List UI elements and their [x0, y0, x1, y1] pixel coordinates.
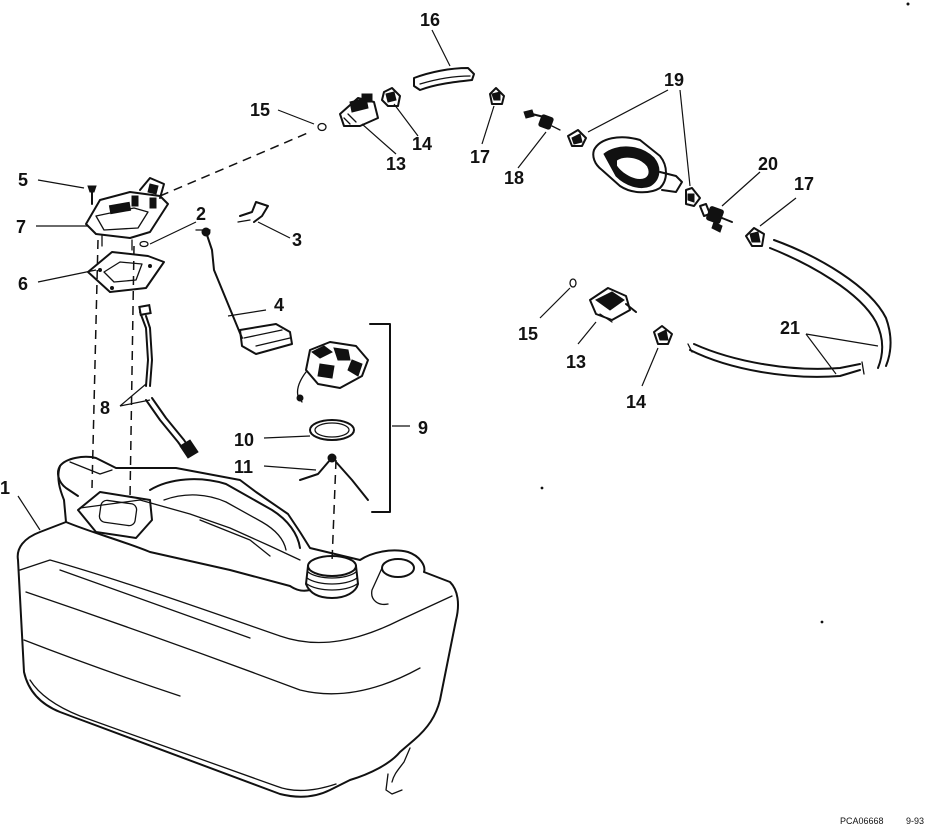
hose-16 [413, 67, 475, 91]
figure-date: 9-93 [906, 816, 924, 826]
callout-15a: 15 [250, 100, 270, 120]
callout-20: 20 [758, 154, 778, 174]
fuel-cap [296, 341, 369, 403]
callout-15b: 15 [518, 324, 538, 344]
callout-5: 5 [18, 170, 28, 190]
fuel-gauge-head [85, 177, 169, 251]
clamp-14a [381, 87, 401, 107]
figure-code: PCA06668 [840, 816, 884, 826]
connector-13a [339, 93, 379, 127]
callout-13b: 13 [566, 352, 586, 372]
cap-gasket [309, 419, 355, 441]
clamp-17a [489, 87, 505, 105]
callout-13a: 13 [386, 154, 406, 174]
callout-10: 10 [234, 430, 254, 450]
leader-lines [17, 29, 879, 531]
callout-4: 4 [274, 295, 284, 315]
callout-19: 19 [664, 70, 684, 90]
callout-14a: 14 [412, 134, 432, 154]
o-ring-15b [569, 278, 577, 288]
fuel-tank [16, 2, 910, 798]
pickup-tube [138, 304, 199, 459]
callout-9: 9 [418, 418, 428, 438]
callout-18: 18 [504, 168, 524, 188]
cap-tether [299, 453, 369, 501]
float-arm [195, 227, 293, 355]
callout-16: 16 [420, 10, 440, 30]
fitting-18 [523, 109, 561, 131]
fitting-20 [699, 203, 733, 233]
callout-2: 2 [196, 204, 206, 224]
callout-3: 3 [292, 230, 302, 250]
gauge-screw [87, 185, 97, 205]
clamp-14b [653, 325, 673, 345]
primer-bulb [567, 129, 701, 207]
callout-17b: 17 [794, 174, 814, 194]
o-ring-15a [317, 122, 327, 132]
callout-labels: 1 2 3 4 5 6 7 8 9 10 11 13 13 14 14 15 1… [0, 10, 814, 498]
clip [237, 201, 269, 223]
callout-7: 7 [16, 217, 26, 237]
connector-13b [589, 287, 637, 323]
clamp-17b [745, 227, 765, 247]
callout-1: 1 [0, 478, 10, 498]
callout-14b: 14 [626, 392, 646, 412]
callout-21: 21 [780, 318, 800, 338]
bracket-9 [369, 323, 391, 513]
gasket [87, 251, 165, 293]
callout-6: 6 [18, 274, 28, 294]
callout-17a: 17 [470, 147, 490, 167]
o-ring-small [139, 240, 149, 248]
hose-21 [687, 239, 892, 378]
callout-8: 8 [100, 398, 110, 418]
callout-11: 11 [234, 457, 253, 477]
footer: PCA06668 9-93 [840, 816, 924, 826]
alignment-lines [91, 131, 337, 563]
